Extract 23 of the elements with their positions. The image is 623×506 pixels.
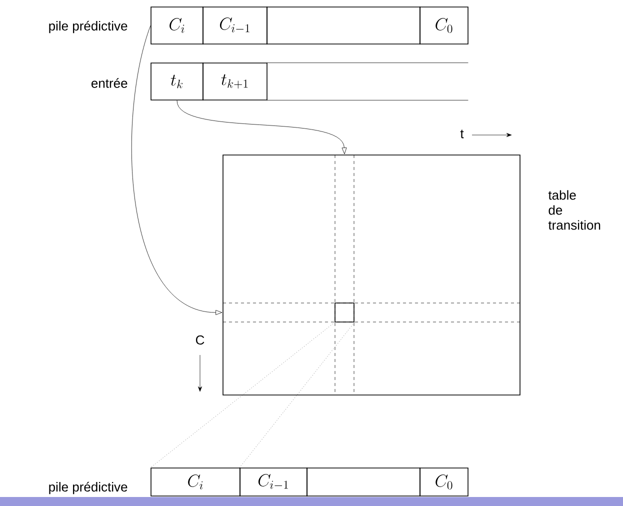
stack-cell	[266, 6, 420, 44]
row-label: pile prédictive	[49, 482, 128, 494]
input-cell	[266, 62, 468, 100]
arrow	[176, 100, 347, 154]
stack-cell: $t_k$	[150, 62, 204, 100]
stack-cell: $C_0$	[420, 468, 468, 496]
table-caption: table de transition	[548, 190, 600, 230]
row-label: pile prédictive	[49, 20, 128, 34]
stack-cell: $C_{i-1}$	[202, 6, 268, 44]
row-label: C	[196, 335, 204, 345]
stack-cell: $C_{i-1}$	[240, 468, 308, 496]
row-label: entrée	[92, 78, 128, 88]
transition-table	[222, 154, 520, 396]
row-label: t	[460, 130, 464, 138]
arrow	[132, 25, 222, 315]
stack-cell: $t_{k+1}$	[202, 62, 268, 100]
stack-cell: $C_i$	[150, 6, 204, 44]
zoom-line	[239, 322, 355, 468]
stack-cell: $C_i$	[150, 468, 240, 496]
stack-cell	[334, 302, 354, 322]
stack-cell	[306, 468, 420, 496]
stack-cell: $C_0$	[420, 6, 468, 44]
zoom-line	[150, 322, 335, 468]
